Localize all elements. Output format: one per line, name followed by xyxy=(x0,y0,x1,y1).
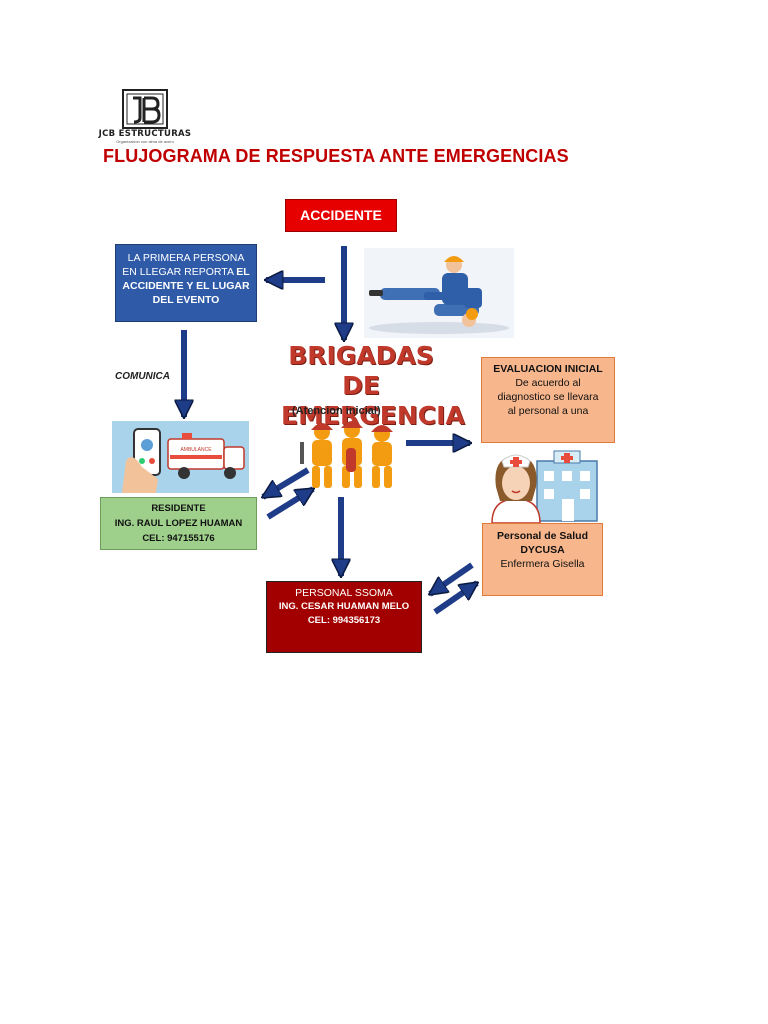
evaluacion-title: EVALUACION INICIAL xyxy=(493,363,603,375)
personal-ssoma-box: PERSONAL SSOMA ING. CESAR HUAMAN MELO CE… xyxy=(266,581,422,653)
residente-name: ING. RAUL LOPEZ HUAMAN xyxy=(114,518,243,529)
arrow-brigadas-to-residente xyxy=(263,467,310,500)
logo-brand: JCB ESTRUCTURAS xyxy=(98,129,192,139)
arrow-residente-to-brigadas xyxy=(266,486,313,520)
ssoma-phone: CEL: 994356173 xyxy=(307,615,381,626)
brigadas-line1: BRIGADAS DE xyxy=(288,341,434,400)
nurse-hospital-illustration xyxy=(482,447,602,523)
primera-line2a: EN LLEGAR REPORTA xyxy=(122,266,237,278)
ssoma-name: ING. CESAR HUAMAN MELO xyxy=(278,601,410,612)
evaluacion-line3: al personal a una xyxy=(507,405,589,417)
atencion-inicial-label: (Atencion inicial) xyxy=(292,405,381,417)
residente-title: RESIDENTE xyxy=(151,503,206,514)
ambulance-call-illustration: AMBULANCE xyxy=(112,421,249,493)
firefighters-illustration xyxy=(300,421,393,488)
salud-person: Enfermera Gisella xyxy=(500,558,585,570)
residente-phone: CEL: 947155176 xyxy=(142,533,215,544)
ssoma-title: PERSONAL SSOMA xyxy=(295,587,393,599)
salud-org: DYCUSA xyxy=(520,544,565,556)
evaluacion-inicial-box: EVALUACION INICIAL De acuerdo al diagnos… xyxy=(481,357,615,443)
jcb-logo-mark-icon xyxy=(122,89,168,129)
primera-line1: LA PRIMERA PERSONA xyxy=(127,252,245,264)
brigadas-heading: BRIGADAS DE EMERGENCIA xyxy=(281,341,465,431)
primera-line2b: EL xyxy=(236,266,250,278)
primera-line4: DEL EVENTO xyxy=(152,294,220,306)
personal-salud-box: Personal de Salud DYCUSA Enfermera Gisel… xyxy=(482,523,603,596)
ambulance-label: AMBULANCE xyxy=(180,447,212,453)
primera-line3: ACCIDENTE Y EL LUGAR xyxy=(122,280,250,292)
page-title: FLUJOGRAMA DE RESPUESTA ANTE EMERGENCIAS xyxy=(103,146,569,166)
residente-box: RESIDENTE ING. RAUL LOPEZ HUAMAN CEL: 94… xyxy=(100,497,257,550)
brigadas-line2: EMERGENCIA xyxy=(281,401,465,430)
salud-title: Personal de Salud xyxy=(496,530,589,542)
first-aid-illustration xyxy=(364,248,514,338)
accidente-box: ACCIDENTE xyxy=(285,199,397,232)
arrow-ssoma-to-salud xyxy=(433,580,477,615)
logo-tagline: Organización con alma de acero xyxy=(116,139,174,144)
primera-persona-box: LA PRIMERA PERSONA EN LLEGAR REPORTA EL … xyxy=(115,244,257,322)
company-logo: JCB ESTRUCTURAS Organización con alma de… xyxy=(98,88,192,144)
evaluacion-line2: diagnostico se llevara xyxy=(497,391,599,403)
evaluacion-line1: De acuerdo al xyxy=(515,377,581,389)
comunica-label: COMUNICA xyxy=(115,371,170,382)
arrow-salud-to-ssoma xyxy=(430,562,474,597)
